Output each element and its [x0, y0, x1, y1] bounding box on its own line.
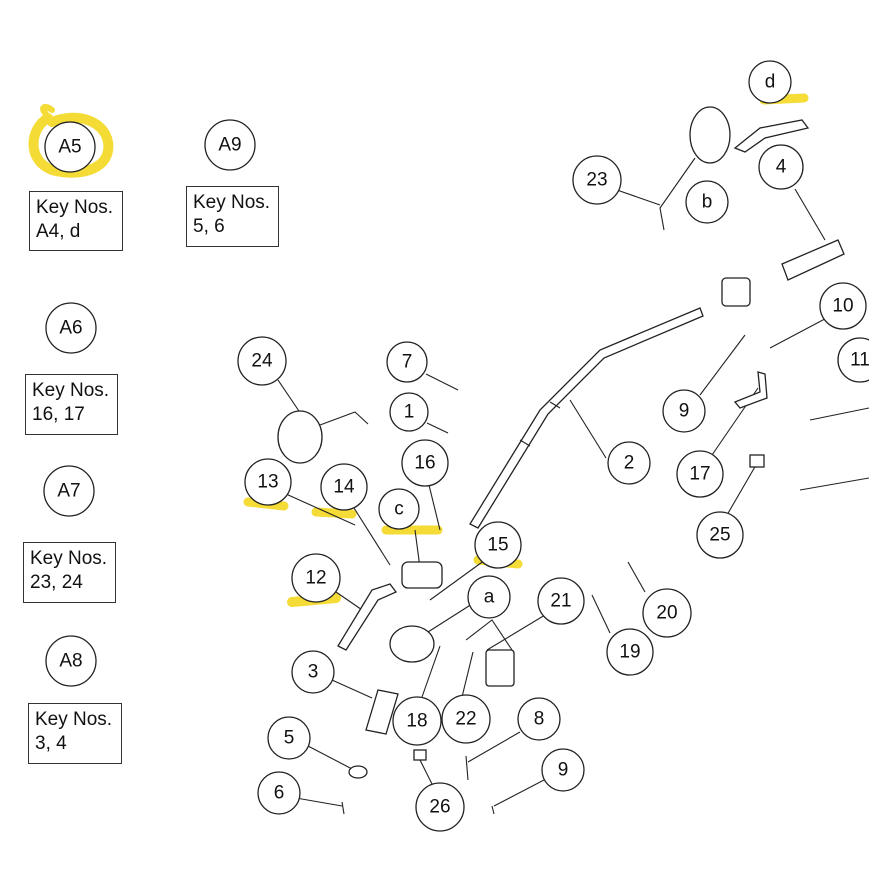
part-26: [413, 749, 427, 761]
callout-16: 16: [414, 453, 435, 474]
highlight-14: [311, 507, 357, 519]
lever-d-part: [733, 119, 810, 153]
callout-21: 21: [550, 591, 571, 612]
housing-part: [401, 561, 443, 589]
callout-1: 1: [404, 402, 415, 423]
callout-d: d: [765, 72, 776, 93]
set-id-a9: A9: [218, 135, 241, 156]
callout-5: 5: [284, 728, 295, 749]
callout-18: 18: [406, 711, 427, 732]
callout-9-lower: 9: [558, 760, 569, 781]
callout-22: 22: [455, 709, 476, 730]
switch-b-part: [721, 277, 751, 307]
callout-11: 11: [850, 350, 869, 371]
callout-26: 26: [429, 797, 450, 818]
mirror-23-part: [689, 106, 731, 164]
callout-a: a: [484, 587, 495, 608]
part-right-2: [799, 477, 869, 491]
handlebar-part: [469, 307, 704, 529]
key-box-a8-line2: 3, 4: [35, 733, 67, 754]
key-box-a6-line2: 16, 17: [32, 404, 85, 425]
set-id-a8: A8: [59, 651, 82, 672]
callout-19: 19: [619, 642, 640, 663]
callout-10: 10: [832, 296, 853, 317]
callout-2: 2: [624, 453, 635, 474]
grip-4-part: [781, 239, 845, 281]
callout-3: 3: [308, 662, 319, 683]
set-circles: A5 A9 A6 A7 A8: [43, 119, 256, 687]
key-box-a8-line1: Key Nos.: [35, 709, 113, 730]
mirror-24-part: [277, 410, 323, 464]
callout-4: 4: [776, 157, 787, 178]
callout-25: 25: [709, 525, 730, 546]
set-id-a7: A7: [57, 481, 80, 502]
set-id-a5: A5: [58, 137, 81, 158]
part-9b: [491, 805, 495, 815]
key-box-a7-line2: 23, 24: [30, 572, 83, 593]
callout-6: 6: [274, 783, 285, 804]
callout-c: c: [394, 499, 404, 520]
clamp-25-part: [749, 454, 765, 468]
key-box-a9: Key Nos. 5, 6: [186, 186, 279, 247]
key-box-a7: Key Nos. 23, 24: [23, 542, 116, 603]
parts: [277, 106, 869, 815]
key-box-a5-line1: Key Nos.: [36, 197, 114, 218]
callout-b: b: [702, 192, 713, 213]
throttle-a-part: [389, 625, 435, 663]
key-box-a9-line1: Key Nos.: [193, 192, 271, 213]
highlight-a5-tail: [40, 104, 55, 117]
switch-21-part: [485, 649, 515, 687]
callout-13: 13: [257, 472, 278, 493]
key-box-a6: Key Nos. 16, 17: [25, 374, 118, 435]
key-box-a8: Key Nos. 3, 4: [28, 703, 122, 764]
part-6: [341, 801, 345, 815]
callout-20: 20: [656, 603, 677, 624]
callout-8: 8: [534, 709, 545, 730]
key-box-a5: Key Nos. A4, d: [29, 191, 123, 251]
bracket-17-part: [733, 371, 768, 409]
grip-3-part: [365, 689, 399, 735]
part-8: [465, 755, 469, 781]
callout-7: 7: [402, 352, 413, 373]
key-box-a7-line1: Key Nos.: [30, 548, 108, 569]
key-box-a5-line2: A4, d: [36, 221, 81, 242]
callout-9: 9: [679, 401, 690, 422]
callout-17: 17: [689, 464, 710, 485]
callout-15: 15: [487, 535, 508, 556]
key-box-a6-line1: Key Nos.: [32, 380, 110, 401]
callout-14: 14: [333, 477, 355, 498]
callout-12: 12: [305, 568, 326, 589]
callout-circles: d 23 b 4 10 11 2 9 17 25 24 7 1 16 13 14…: [237, 60, 869, 832]
set-id-a6: A6: [59, 318, 82, 339]
part-5: [348, 765, 368, 779]
key-box-a9-line2: 5, 6: [193, 216, 225, 237]
callout-23: 23: [586, 170, 607, 191]
lever-12-part: [337, 583, 398, 651]
callout-24: 24: [251, 351, 273, 372]
highlight-a5: [28, 112, 114, 178]
part-right-1: [809, 407, 869, 421]
